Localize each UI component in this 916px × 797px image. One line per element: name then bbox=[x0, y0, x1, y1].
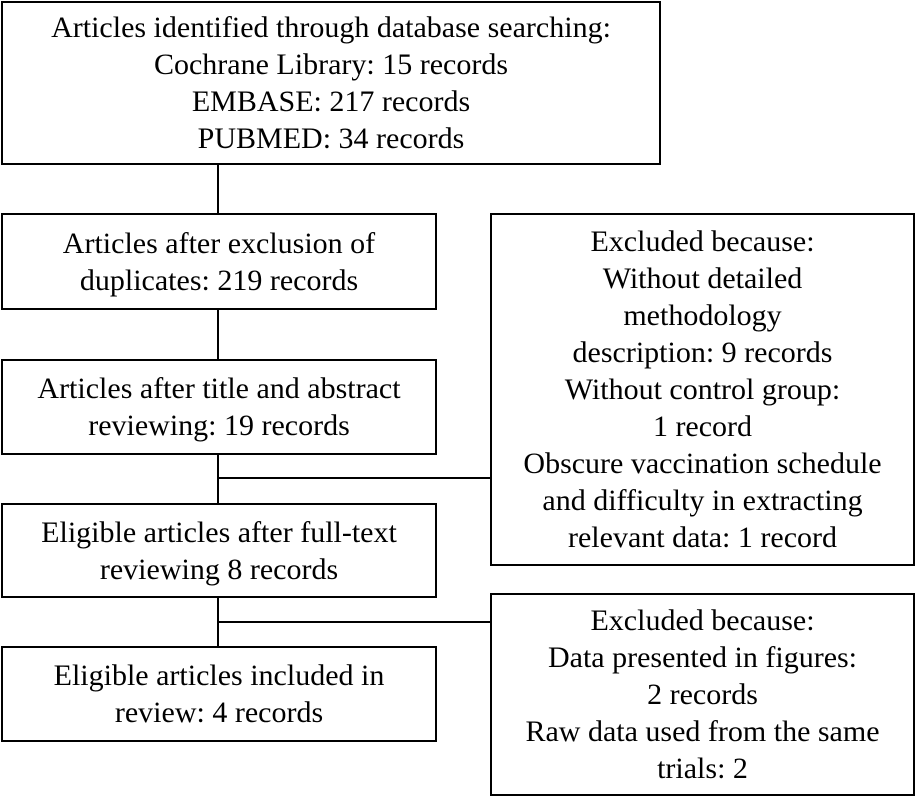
box-text-line: Eligible articles included in bbox=[53, 659, 385, 692]
box-text-line: Excluded because: bbox=[590, 604, 815, 637]
box-text-line: Eligible articles after full-text bbox=[41, 515, 397, 549]
box-text-line: Articles after exclusion of bbox=[62, 226, 376, 260]
box-text-line: Articles after title and abstract bbox=[37, 372, 401, 405]
excluded-box-2: Excluded because: Data presented in figur… bbox=[490, 593, 915, 796]
box-text-line: relevant data: 1 record bbox=[567, 521, 838, 554]
included-box: Eligible articles included in review: 4 r… bbox=[1, 646, 437, 742]
box-text-line: reviewing: 19 records bbox=[88, 409, 350, 442]
title-abstract-box: Articles after title and abstract reviewi… bbox=[1, 359, 437, 455]
box-text-line: methodology bbox=[623, 299, 782, 332]
box-text-line: 1 record bbox=[652, 410, 753, 443]
identification-box: Articles identified through database sea… bbox=[1, 1, 661, 165]
box-text-line: reviewing 8 records bbox=[99, 552, 339, 586]
box-text-line: PUBMED: 34 records bbox=[197, 122, 465, 155]
box-text-line: Without detailed bbox=[602, 262, 803, 295]
box-text-line: Cochrane Library: 15 records bbox=[153, 48, 509, 81]
box-text-line: Data presented in figures: bbox=[547, 641, 858, 674]
box-text-line: Without control group: bbox=[564, 373, 841, 406]
box-text-line: and difficulty in extracting bbox=[542, 484, 863, 517]
box-text-line: trials: 2 bbox=[657, 752, 748, 785]
box-text-line: Obscure vaccination schedule bbox=[523, 447, 882, 480]
box-text-line: description: 9 records bbox=[572, 336, 833, 369]
box-text-line: 2 records bbox=[647, 678, 758, 711]
box-text-line: EMBASE: 217 records bbox=[191, 85, 471, 118]
box-text-line: duplicates: 219 records bbox=[79, 263, 359, 297]
box-text-line: Raw data used from the same bbox=[525, 715, 880, 748]
box-text-line: review: 4 records bbox=[114, 696, 324, 729]
box-text-line: Excluded because: bbox=[590, 225, 815, 258]
excluded-box-1: Excluded because: Without detailed methodo… bbox=[490, 213, 915, 566]
box-text-line: Articles identified through database sea… bbox=[51, 11, 611, 44]
